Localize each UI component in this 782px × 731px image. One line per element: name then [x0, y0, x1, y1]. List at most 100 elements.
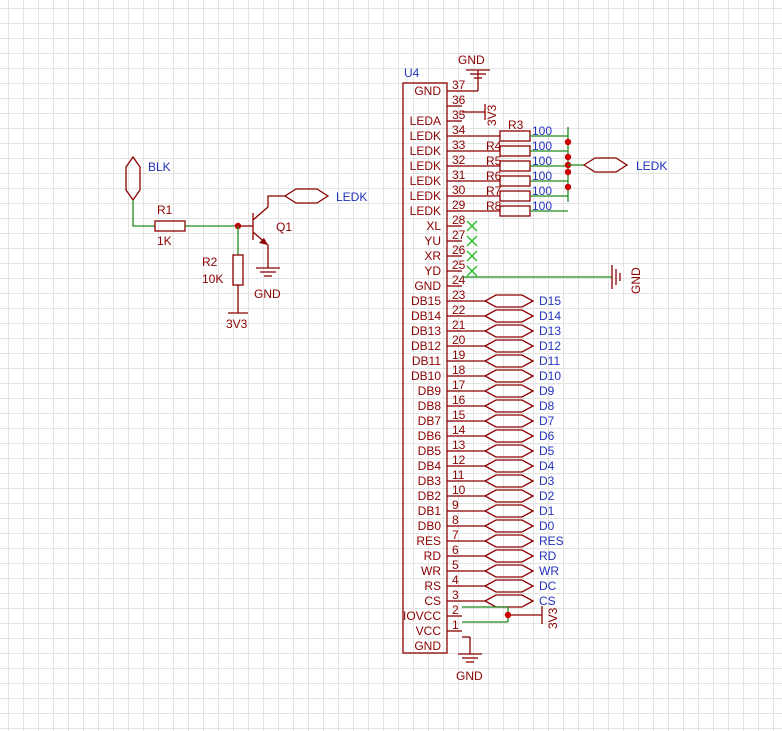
- u4-pin-number: 6: [452, 543, 459, 557]
- u4-pin-number: 18: [452, 363, 466, 377]
- net-flag: [483, 564, 535, 578]
- net-label: RD: [539, 549, 557, 563]
- u4-pin-label: IOVCC: [403, 609, 441, 623]
- u4-pin-number: 9: [452, 498, 459, 512]
- net-label: D13: [539, 324, 561, 338]
- net-flag: [483, 549, 535, 563]
- u4-pin-label: RES: [416, 534, 441, 548]
- u4-pin-number: 12: [452, 453, 466, 467]
- net-flag: [483, 429, 535, 443]
- gnd-label-left: GND: [254, 287, 281, 301]
- net-flag: [483, 489, 535, 503]
- connector-u4: U4 37GND3635LEDA34LEDK33LEDK32LEDK31LEDK…: [402, 66, 564, 654]
- r2-resistor: [232, 254, 244, 286]
- u4-pin-number: 10: [452, 483, 466, 497]
- u4-pin-label: DB15: [411, 294, 441, 308]
- resistor-name: R4: [486, 139, 502, 153]
- no-connect-x: [466, 235, 478, 247]
- gnd-top-label: GND: [458, 53, 485, 67]
- u4-pin-label: YD: [424, 264, 441, 278]
- u4-pin-label: LEDK: [410, 144, 441, 158]
- u4-pin-number: 11: [452, 468, 465, 482]
- net-flag: [483, 459, 535, 473]
- u4-pin-number: 35: [452, 108, 466, 122]
- u4-pin-label: YU: [424, 234, 441, 248]
- resistor-body: [499, 205, 531, 217]
- net-label: D2: [539, 489, 555, 503]
- u4-pin-label: DB11: [412, 354, 441, 368]
- resistor-value: 100: [532, 199, 552, 213]
- net-label: D5: [539, 444, 555, 458]
- u4-pin-label: RS: [424, 579, 441, 593]
- u4-pin-label: LEDK: [410, 159, 441, 173]
- u4-pin-label: DB2: [418, 489, 442, 503]
- u4-label: U4: [404, 66, 420, 80]
- net-label: D14: [539, 309, 561, 323]
- net-flag: [483, 294, 535, 308]
- u4-pin-number: 13: [452, 438, 466, 452]
- gnd-bottom-label: GND: [456, 669, 483, 683]
- u4-pin-number: 1: [452, 618, 459, 632]
- u4-pin-number: 33: [452, 138, 466, 152]
- v3v3-label-left: 3V3: [226, 317, 248, 331]
- net-label: D0: [539, 519, 555, 533]
- net-flag: [483, 534, 535, 548]
- u4-pin-label: DB1: [418, 504, 442, 518]
- resistor-name: R8: [486, 199, 502, 213]
- no-connect-marks: [466, 220, 478, 277]
- net-flag: [483, 594, 535, 608]
- resistor-body: [499, 130, 531, 142]
- vcc-junction: [504, 611, 512, 619]
- net-flag: [483, 414, 535, 428]
- resistor-value: 100: [532, 154, 552, 168]
- r1-name: R1: [157, 203, 173, 217]
- resistor-body: [499, 160, 531, 172]
- u4-pin-label: GND: [414, 279, 441, 293]
- junction-5: [564, 183, 572, 191]
- u4-pin-label: LEDK: [410, 204, 441, 218]
- u4-pin-number: 27: [452, 228, 466, 242]
- u4-pin-number: 20: [452, 333, 466, 347]
- u4-pin-label: LEDK: [410, 189, 441, 203]
- u4-pin-label: DB7: [418, 414, 442, 428]
- u4-pin-label: DB8: [418, 399, 442, 413]
- blk-net-flag: [125, 155, 141, 202]
- net-flag: [483, 399, 535, 413]
- u4-pin-number: 30: [452, 183, 466, 197]
- u4-pin-number: 31: [452, 168, 466, 182]
- junction-4: [564, 168, 572, 176]
- net-label: D12: [539, 339, 561, 353]
- net-flag: [483, 474, 535, 488]
- net-flag: [483, 444, 535, 458]
- u4-pin-label: DB3: [418, 474, 442, 488]
- u4-pin-label: LEDK: [410, 129, 441, 143]
- q1-label: Q1: [276, 220, 292, 234]
- r1-resistor: [154, 220, 186, 232]
- net-label: D3: [539, 474, 555, 488]
- u4-pin-label: DB4: [418, 459, 442, 473]
- u4-pin-number: 34: [452, 123, 466, 137]
- ledk-net-flag-right: [582, 157, 629, 173]
- blk-wire: [132, 200, 155, 227]
- u4-pin-number: 32: [452, 153, 466, 167]
- ledk-net-flag: [283, 188, 330, 204]
- net-label: D9: [539, 384, 555, 398]
- r1-value: 1K: [157, 234, 172, 248]
- u4-pin-number: 2: [452, 603, 459, 617]
- u4-data-nets: D15D14D13D12D11D10D9D8D7D6D5D4D3D2D1D0RE…: [462, 294, 564, 608]
- resistor-body: [499, 145, 531, 157]
- u4-body: [402, 82, 448, 654]
- u4-pin-number: 26: [452, 243, 466, 257]
- u4-pin-label: DB6: [418, 429, 442, 443]
- net-label: D8: [539, 399, 555, 413]
- blk-label: BLK: [148, 160, 171, 174]
- net-label: WR: [539, 564, 559, 578]
- u4-pin-label: DB14: [411, 309, 441, 323]
- net-flag: [483, 579, 535, 593]
- net-flag: [483, 504, 535, 518]
- u4-pin-number: 22: [452, 303, 466, 317]
- u4-pin-label: DB10: [411, 369, 441, 383]
- u4-pin-label: WR: [421, 564, 441, 578]
